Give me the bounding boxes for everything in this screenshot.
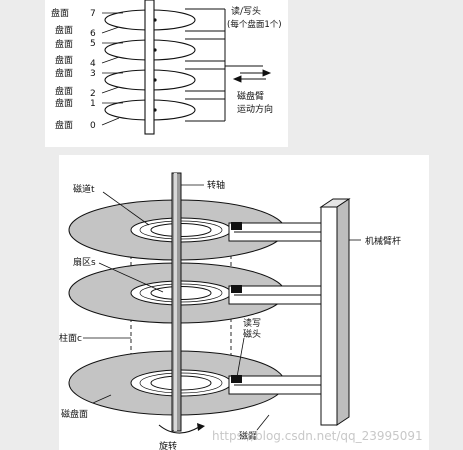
surface-label-3: 盘面 (55, 67, 73, 79)
surface-label-0: 盘面 (55, 119, 73, 131)
rw-head-top (231, 222, 242, 230)
spindle-label: 转轴 (207, 179, 225, 191)
surfaces-diagram-panel: 盘面 7 盘面 6 盘面 5 盘面 4 盘面 3 盘面 2 盘面 1 盘面 0 … (45, 0, 288, 147)
disk-structure-panel: 磁道t 转轴 机械臂杆 扇区s 柱面c 读写 磁头 磁盘面 磁臂 旋转 (59, 155, 429, 450)
arm-motion-label-line1: 磁盘臂 (237, 90, 264, 102)
rw-head-label-line1: 读/写头 (231, 5, 261, 17)
surface-number-1: 1 (90, 99, 96, 109)
rotation-arrow-head (197, 423, 205, 431)
spindle-top (144, 0, 155, 135)
surface-labels: 盘面 7 盘面 6 盘面 5 盘面 4 盘面 3 盘面 2 盘面 1 盘面 0 (51, 7, 96, 131)
disk-structure-diagram: 磁道t 转轴 机械臂杆 扇区s 柱面c 读写 磁头 磁盘面 磁臂 旋转 (59, 172, 401, 450)
surfaces-diagram: 盘面 7 盘面 6 盘面 5 盘面 4 盘面 3 盘面 2 盘面 1 盘面 0 … (51, 0, 282, 135)
surface-number-6: 6 (90, 29, 96, 39)
arm-motion-arrows (232, 69, 272, 83)
arm-motion-label-line2: 运动方向 (237, 103, 273, 115)
track-label: 磁道t (73, 183, 95, 195)
cylinder-label: 柱面c (59, 332, 82, 344)
surface-label-1: 盘面 (55, 97, 73, 109)
surface-label-5: 盘面 (55, 38, 73, 50)
surface-number-4: 4 (90, 59, 96, 69)
surface-number-5: 5 (90, 39, 96, 49)
surface-number-7: 7 (90, 9, 96, 19)
label-leaders (83, 184, 361, 431)
surface-number-3: 3 (90, 69, 96, 79)
rotation-label: 旋转 (159, 440, 177, 450)
surface-number-0: 0 (90, 121, 96, 131)
rw-head-label-line1: 读写 (243, 317, 261, 329)
head-comb (185, 8, 263, 122)
rw-head-label-line2: 磁头 (243, 328, 261, 340)
platter-surface-label: 磁盘面 (61, 408, 88, 420)
arm-rod-label: 机械臂杆 (365, 235, 401, 247)
surface-number-2: 2 (90, 89, 96, 99)
arm-label: 磁臂 (239, 430, 257, 442)
surface-leaders (101, 12, 123, 126)
rw-head-bottom (231, 375, 242, 383)
rotation-arrow (158, 424, 200, 434)
surface-label-2: 盘面 (55, 85, 73, 97)
arm-rod (319, 198, 351, 426)
surface-label-7: 盘面 (51, 7, 69, 19)
rw-heads (231, 222, 242, 383)
surface-label-4: 盘面 (55, 54, 73, 66)
rw-head-label-line2: (每个盘面1个) (227, 19, 282, 30)
rw-head-middle (231, 285, 242, 293)
sector-label: 扇区s (73, 256, 96, 268)
arms (228, 222, 322, 395)
surface-label-6: 盘面 (55, 24, 73, 36)
